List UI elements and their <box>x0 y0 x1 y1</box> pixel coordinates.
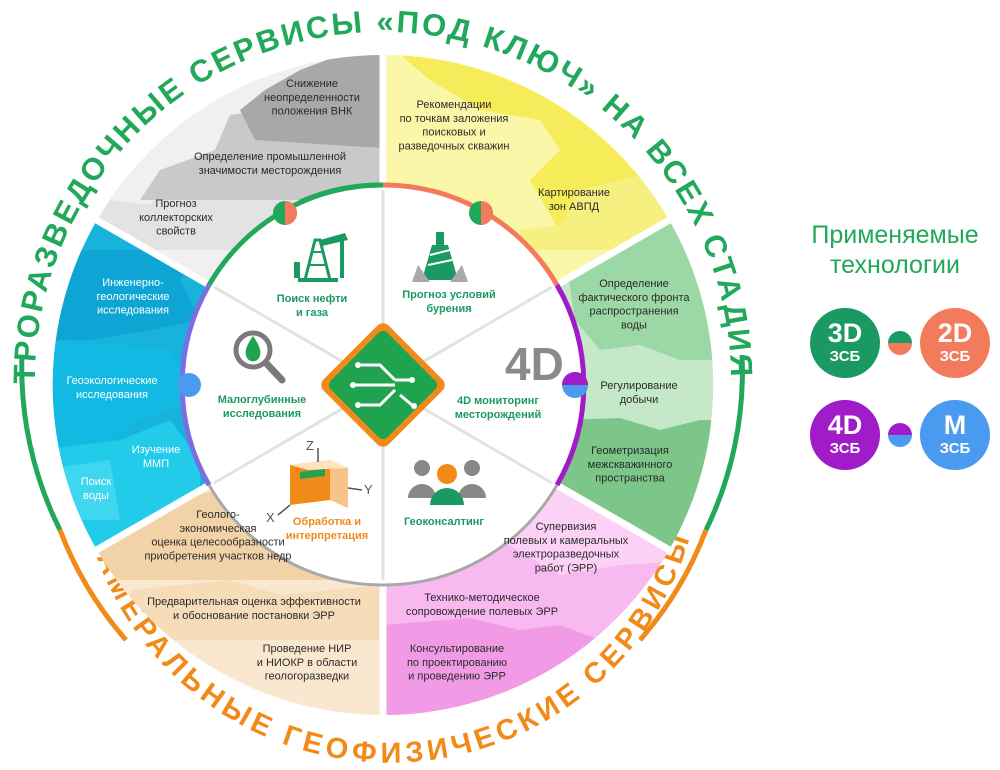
tech-4d-zsb: 4D ЗСБ <box>810 400 880 470</box>
split-dot-green-salmon <box>888 331 912 355</box>
cube-axes-icon: Z Y X <box>266 438 373 525</box>
outer-arc-green-right <box>703 354 745 532</box>
axis-label-x: X <box>266 510 275 525</box>
circuit-chip-icon <box>321 323 445 447</box>
drill-bit-icon <box>412 232 468 282</box>
tech-m-zsb: М ЗСБ <box>920 400 990 470</box>
ring-dot-top-left <box>273 201 297 225</box>
magnifier-drop-icon <box>233 330 286 384</box>
4d-icon: 4D <box>505 338 564 390</box>
axis-label-y: Y <box>364 482 373 497</box>
ring-dot-left <box>177 373 201 397</box>
outer-arc-orange-left <box>57 529 128 642</box>
people-icon <box>408 460 486 505</box>
tech-2d-zsb: 2D ЗСБ <box>920 308 990 378</box>
sector-label-bottom-right: Геоконсалтинг <box>404 516 484 528</box>
oil-derrick-icon <box>294 233 348 282</box>
tech-3d-zsb: 3D ЗСБ <box>810 308 880 378</box>
axis-label-z: Z <box>306 438 314 453</box>
svg-text:4D: 4D <box>505 338 564 390</box>
ring-dot-top-right <box>469 201 493 225</box>
outer-arc-orange-right <box>638 529 709 642</box>
split-dot-purple-blue <box>888 423 912 447</box>
outer-arc-green-left <box>19 354 63 532</box>
ring-dot-right <box>562 372 588 398</box>
